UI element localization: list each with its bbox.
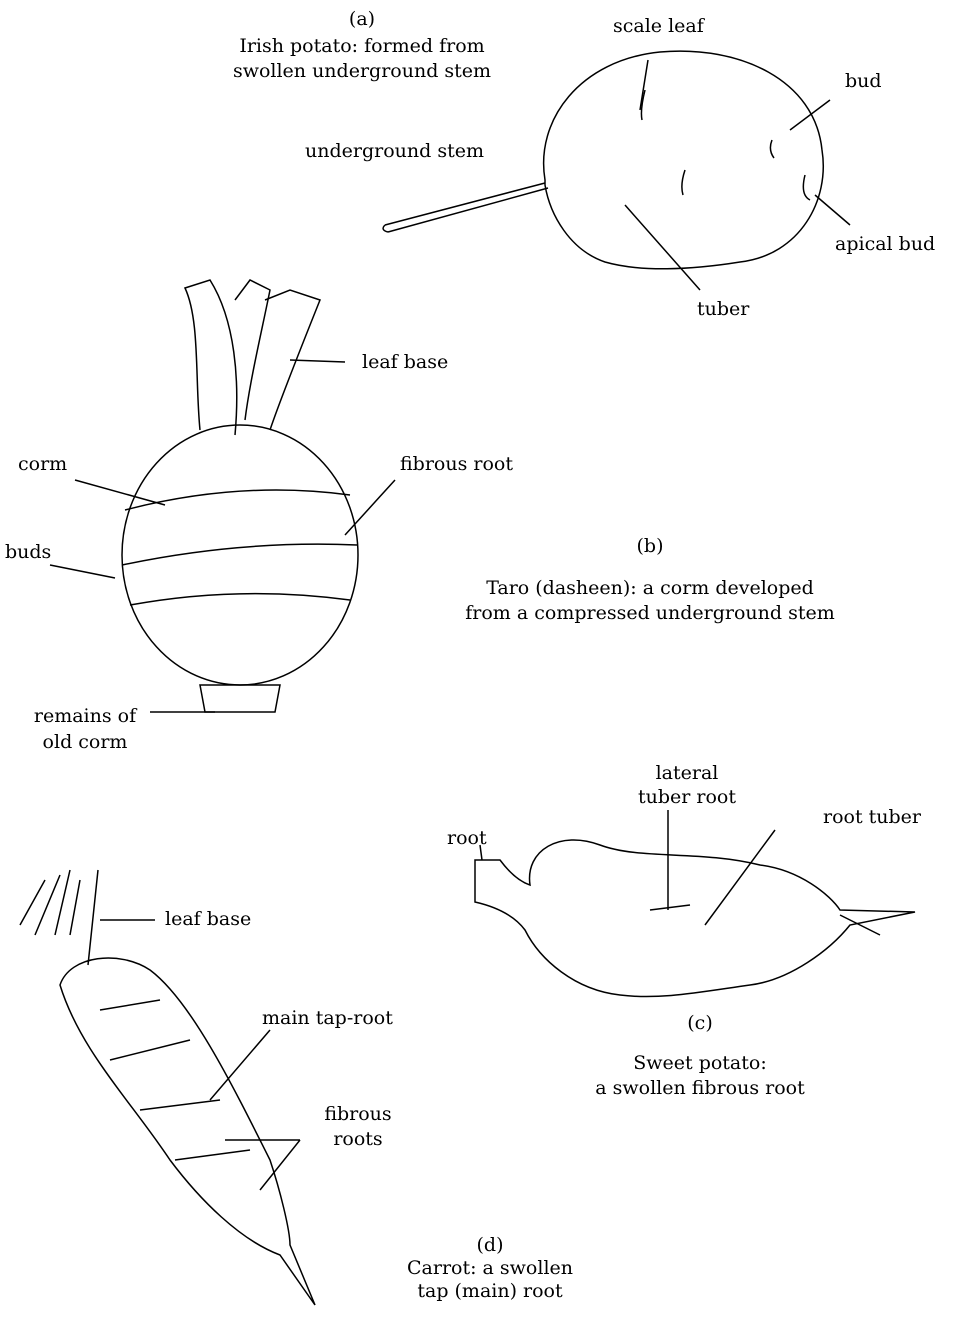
- label-bud: bud: [845, 70, 882, 92]
- caption-a-letter: (a): [348, 8, 376, 30]
- label-lateral-line2: tuber root: [638, 786, 736, 808]
- caption-d-line1: Carrot: a swollen: [407, 1257, 573, 1279]
- label-root-tuber: root tuber: [823, 806, 921, 828]
- carrot-drawing: [19, 869, 316, 1306]
- label-root: root: [447, 827, 487, 849]
- caption-d-letter: (d): [476, 1234, 504, 1256]
- label-scale-leaf: scale leaf: [613, 15, 704, 37]
- caption-b-line1: Taro (dasheen): a corm developed: [486, 577, 814, 599]
- label-corm: corm: [18, 453, 68, 475]
- leader-line: [479, 810, 776, 926]
- caption-d-line2: tap (main) root: [417, 1280, 563, 1302]
- taro-corm-drawing: [49, 279, 396, 713]
- label-main-tap-root: main tap-root: [262, 1007, 393, 1029]
- label-lateral-line1: lateral: [655, 762, 719, 784]
- label-leaf-base-b: leaf base: [362, 351, 449, 373]
- leader-line: [100, 919, 301, 1191]
- sweet-potato-drawing: [474, 810, 916, 998]
- caption-c-letter: (c): [687, 1012, 713, 1034]
- leader-line: [624, 59, 851, 291]
- caption-a-line1: Irish potato: formed from: [239, 35, 485, 57]
- label-remains-line2: old corm: [42, 731, 128, 753]
- label-apical-bud: apical bud: [835, 233, 936, 255]
- label-leaf-base-d: leaf base: [165, 908, 252, 930]
- caption-c-line2: a swollen fibrous root: [595, 1077, 805, 1099]
- label-underground-stem: underground stem: [305, 140, 484, 162]
- caption-a-line2: swollen underground stem: [232, 60, 492, 82]
- label-remains-line1: remains of: [33, 705, 137, 727]
- label-fibrous-line1: fibrous: [324, 1103, 392, 1125]
- leader-line: [49, 359, 396, 713]
- caption-b-letter: (b): [636, 535, 664, 557]
- label-fibrous-line2: roots: [333, 1128, 383, 1150]
- caption-b-line2: from a compressed underground stem: [465, 602, 835, 624]
- irish-potato-drawing: [382, 50, 851, 291]
- caption-c-line1: Sweet potato:: [633, 1052, 767, 1074]
- label-fibrous-root: fibrous root: [400, 453, 513, 475]
- label-tuber: tuber: [697, 298, 750, 320]
- label-buds: buds: [5, 541, 52, 563]
